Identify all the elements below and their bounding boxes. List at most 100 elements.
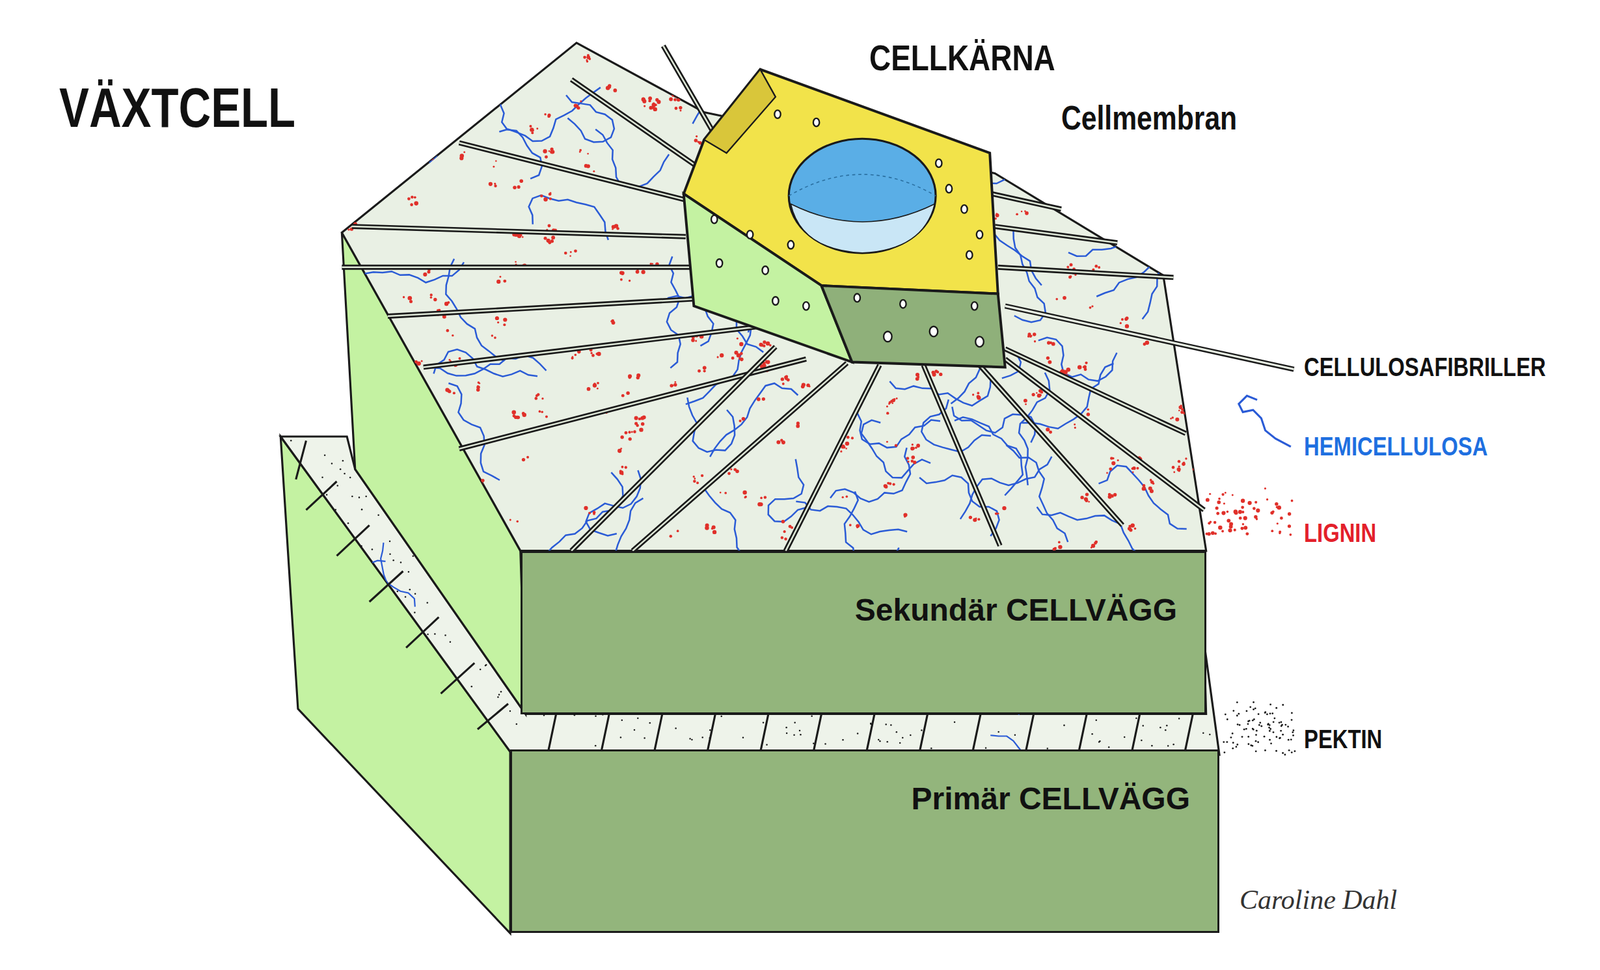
lignin-dot [390,347,393,350]
lignin-dot [1024,210,1027,213]
lignin-dot [912,460,917,464]
lignin-dot [496,279,501,284]
pectin-dot [337,484,339,487]
pectin-dot [701,736,704,739]
lignin-dot [445,112,449,116]
lignin-dot [733,350,738,355]
lignin-dot [526,54,529,58]
lignin-dot [733,467,737,472]
lignin-dot [394,344,398,348]
lignin-dot [627,64,631,68]
lignin-dot [394,350,399,354]
lignin-dot [1188,417,1193,422]
lignin-dot [1121,318,1124,321]
pectin-dot [463,728,466,731]
pectin-dot [953,721,956,724]
lignin-dot [906,456,910,461]
lignin-dot [972,393,975,396]
ledge-fibril [653,713,663,753]
lignin-dot [800,384,805,389]
lignin-dot [596,381,600,385]
pectin-dot [333,513,336,516]
lignin-dot [1084,361,1088,365]
lignin-dot [577,106,581,110]
lignin-dot [1205,490,1209,495]
lignin-dot [1208,491,1213,496]
lignin-dot [709,74,712,77]
pectin-dot [461,758,464,760]
pectin-dot [1213,477,1216,480]
lignin-dot [548,192,552,196]
lignin-dot [886,441,889,444]
pectin-dot [621,719,624,722]
lignin-dot [845,447,848,450]
hemicellulose-strand [1096,210,1165,297]
lignin-dot [886,411,889,415]
lignin-dot [564,251,568,256]
lignin-dot [1154,43,1157,46]
lignin-dot [485,45,489,49]
matrix-texture [255,0,1282,613]
hemicellulose-strand [666,256,681,368]
pectin-dot [1166,724,1168,727]
lignin-dot [940,104,943,107]
pectin-dot [363,573,366,576]
lignin-dot [1143,488,1146,490]
pectin-dot [282,701,285,704]
lignin-dot [412,496,416,500]
pectin-dot [331,462,334,465]
ledge-fibril [296,440,307,480]
lignin-dot [458,357,462,360]
lignin-dot [1210,303,1214,308]
lignin-dot [528,124,532,128]
lignin-dot [621,465,624,469]
lignin-dot [727,471,731,475]
hemicellulose-strand [448,383,500,481]
lignin-dot [1177,467,1181,472]
lignin-dot [713,73,717,77]
lignin-dot [708,74,712,78]
pectin-dot [349,476,352,479]
lignin-dot [472,59,475,62]
hemicellulose-strand [381,68,490,107]
lignin-dot [885,107,890,112]
lignin-dot [702,365,707,370]
lignin-dot [385,339,390,343]
pectin-dot [421,754,424,757]
hemicellulose-strand [1142,201,1164,320]
lignin-dot [1192,416,1196,420]
lignin-dot [1177,465,1180,468]
hemicellulose-strand [1068,191,1142,257]
lignin-dot [495,316,499,320]
pectin-dot [359,594,362,597]
pectin-dot [314,509,317,512]
lignin-dot [538,410,542,414]
lignin-dot [404,398,407,401]
pectin-dot [1164,729,1167,732]
pectin-dot [402,703,405,706]
lignin-dot [399,376,403,380]
lignin-dot [631,431,634,434]
pectin-dot [1219,562,1222,565]
lignin-dot [685,75,689,79]
lignin-dot [1201,188,1204,191]
lignin-dot [480,478,485,483]
lignin-dot [621,272,624,275]
lignin-dot [1117,459,1120,462]
pectin-dot [284,466,287,469]
pectin-dot [319,650,322,653]
pectin-dot [325,493,328,496]
lignin-dot [1180,410,1184,414]
lignin-dot [426,270,431,274]
pectin-dot [497,696,500,699]
pectin-dot [509,710,512,713]
lignin-dot [342,191,347,196]
lignin-dot [658,52,662,55]
ledge-fibril [601,713,610,753]
lignin-dot [895,397,898,400]
pectin-dot [1215,687,1218,690]
lignin-dot [633,430,637,434]
lignin-dot [674,106,678,110]
lignin-dot [389,397,392,400]
lignin-dot [776,440,781,445]
